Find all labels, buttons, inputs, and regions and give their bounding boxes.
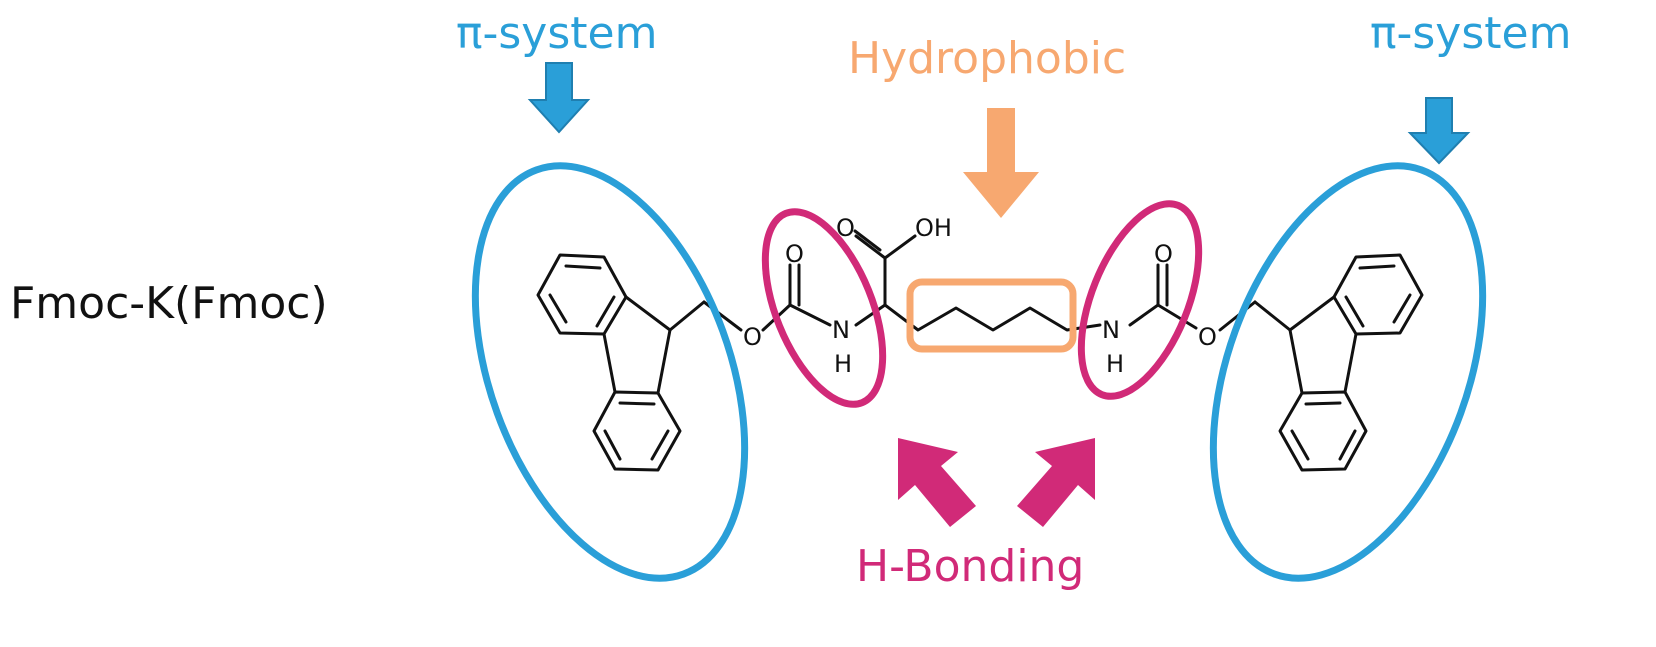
atom-n-left: N	[832, 316, 850, 344]
hydrophobic-arrow	[963, 108, 1039, 218]
pi-system-ellipse-right	[1209, 162, 1487, 582]
carboxylic-acid: O OH	[836, 214, 952, 327]
atom-h-right: H	[1106, 350, 1124, 378]
fluorene-left	[536, 253, 743, 472]
hydrophobic-box	[906, 278, 1077, 353]
compound-name: Fmoc-K(Fmoc)	[10, 278, 328, 329]
atom-oh-acid: OH	[915, 214, 952, 242]
atom-o-ester-right: O	[1198, 323, 1217, 351]
atom-n-right: N	[1102, 316, 1120, 344]
carbamate-left: O O N H	[743, 240, 852, 378]
h-bonding-label: H-Bonding	[856, 541, 1085, 592]
pi-system-arrow-right	[1407, 97, 1471, 165]
hydrophobic-label: Hydrophobic	[848, 33, 1127, 84]
pi-system-ellipse-left	[471, 162, 749, 582]
pi-system-label-right: π-system	[1370, 8, 1572, 59]
atom-o-carbonyl-right: O	[1154, 240, 1173, 268]
fluorene-right	[1218, 253, 1424, 472]
alkyl-chain	[883, 303, 1102, 332]
h-bond-ellipse-right	[1077, 200, 1203, 400]
carbamate-right: N H O O	[1102, 240, 1217, 378]
pi-system-arrow-left	[527, 62, 591, 134]
atom-o-carbonyl-left: O	[785, 240, 804, 268]
atom-h-left: H	[834, 350, 852, 378]
atom-o-acid: O	[836, 214, 855, 242]
h-bond-arrow-right	[1017, 438, 1095, 527]
atom-o-ester-left: O	[743, 323, 762, 351]
pi-system-label-left: π-system	[456, 8, 658, 59]
h-bond-arrow-left	[898, 438, 976, 527]
h-bond-ellipse-left	[761, 208, 887, 408]
